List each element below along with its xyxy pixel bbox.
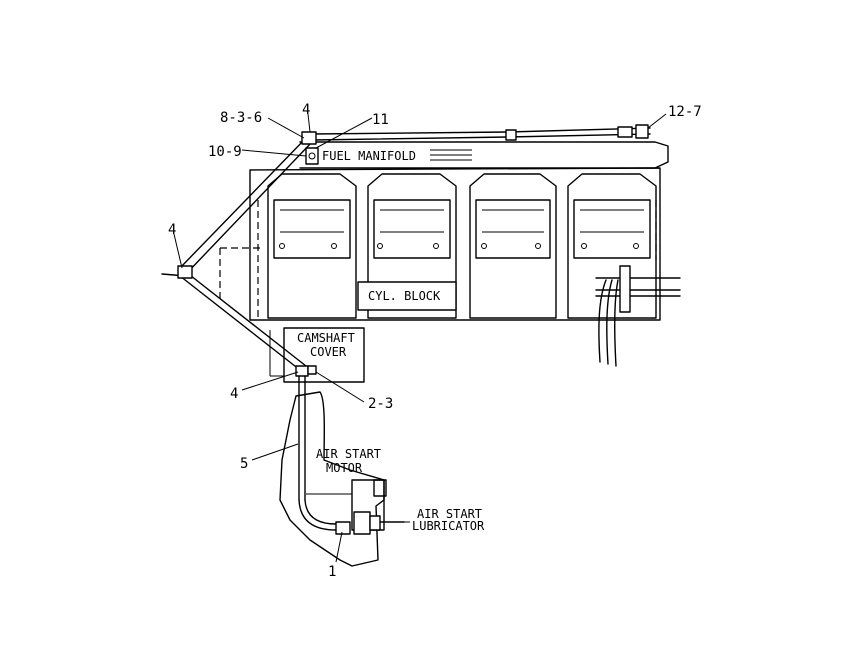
callout-1: 1 xyxy=(328,564,336,580)
callout-2-3: 2-3 xyxy=(368,396,393,412)
callout-4-lower: 4 xyxy=(230,386,238,402)
cylinder-head-4 xyxy=(567,173,657,319)
callout-4-left: 4 xyxy=(168,222,176,238)
top-air-line xyxy=(311,124,651,141)
camshaft-cover: CAMSHAFT COVER xyxy=(269,327,365,383)
callout-11: 11 xyxy=(372,112,389,128)
cover-label: COVER xyxy=(310,345,347,359)
air-line-to-motor xyxy=(295,365,337,531)
callout-4-top: 4 xyxy=(302,102,310,118)
manifold-fittings xyxy=(301,131,319,165)
air-start-motor-label-1: AIR START xyxy=(316,447,381,461)
air-start-lubricator-label-2: LUBRICATOR xyxy=(412,519,485,533)
fuel-manifold-label: FUEL MANIFOLD xyxy=(322,149,416,163)
leader-lines xyxy=(173,113,667,563)
air-start-lubricator: AIR START LUBRICATOR xyxy=(335,507,485,535)
fuel-manifold: FUEL MANIFOLD xyxy=(299,141,669,169)
cylinder-head-1 xyxy=(267,173,357,319)
callout-12-7: 12-7 xyxy=(668,104,702,120)
air-start-lubricator-label-1: AIR START xyxy=(417,507,482,521)
cyl-block-label: CYL. BLOCK xyxy=(368,289,441,303)
air-start-motor: AIR START MOTOR xyxy=(279,391,387,567)
cylinder-head-2: CYL. BLOCK xyxy=(357,173,457,319)
callout-5: 5 xyxy=(240,456,248,472)
camshaft-label: CAMSHAFT xyxy=(297,331,355,345)
cylinder-head-3 xyxy=(469,173,557,319)
right-side-hoses xyxy=(595,265,681,367)
diagonal-air-lines xyxy=(161,137,313,371)
callouts: 8-3-6 4 11 10-9 12-7 4 4 2-3 5 1 xyxy=(168,102,702,580)
callout-8-3-6: 8-3-6 xyxy=(220,110,262,126)
callout-10-9: 10-9 xyxy=(208,144,242,160)
air-start-motor-label-2: MOTOR xyxy=(326,461,363,475)
